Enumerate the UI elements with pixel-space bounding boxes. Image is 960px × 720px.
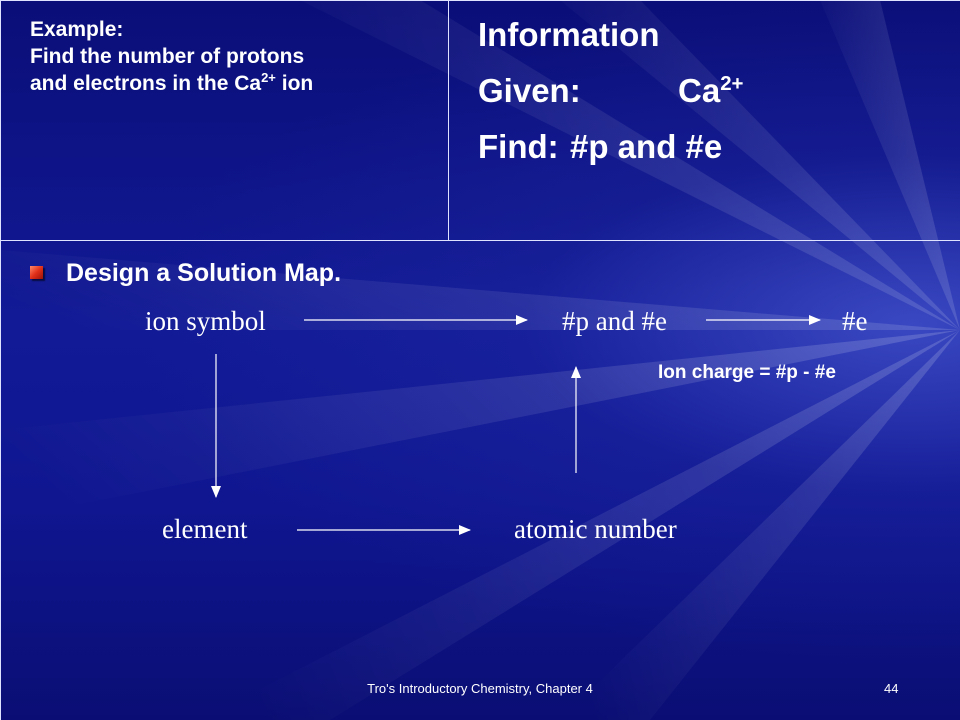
map-node-atomic-number: atomic number [514, 514, 677, 544]
example-line-3-end: ion [275, 72, 314, 95]
slide-border-top [0, 0, 960, 1]
horizontal-divider [0, 240, 960, 241]
given-value: Ca2+ [678, 72, 744, 110]
ion-charge-equation: Ion charge = #p - #e [658, 362, 836, 383]
page-number: 44 [884, 681, 899, 696]
information-title: Information [478, 16, 660, 53]
bullet-square-icon [30, 266, 43, 279]
find-value: #p and #e [570, 128, 723, 165]
given-charge-superscript: 2+ [720, 72, 744, 95]
map-node-e: #e [842, 306, 868, 336]
example-heading: Example: [30, 18, 124, 41]
slide-border-left [0, 0, 1, 720]
example-line-3: and electrons in the Ca2+ ion [30, 70, 440, 97]
find-label: Find: [478, 128, 559, 165]
example-line-2: Find the number of protons [30, 45, 305, 68]
given-symbol: Ca [678, 72, 721, 109]
map-node-ion-symbol: ion symbol [145, 306, 266, 336]
example-line-3-text: and electrons in the Ca [30, 72, 262, 95]
given-label: Given: [478, 72, 581, 109]
map-node-element: element [162, 514, 248, 544]
example-box: Example: Find the number of protons and … [30, 16, 440, 97]
bullet-heading: Design a Solution Map. [66, 259, 342, 287]
vertical-divider [448, 0, 449, 240]
footer-text: Tro's Introductory Chemistry, Chapter 4 [367, 681, 593, 696]
map-node-p-and-e: #p and #e [562, 306, 667, 336]
example-charge-superscript: 2+ [261, 70, 276, 85]
